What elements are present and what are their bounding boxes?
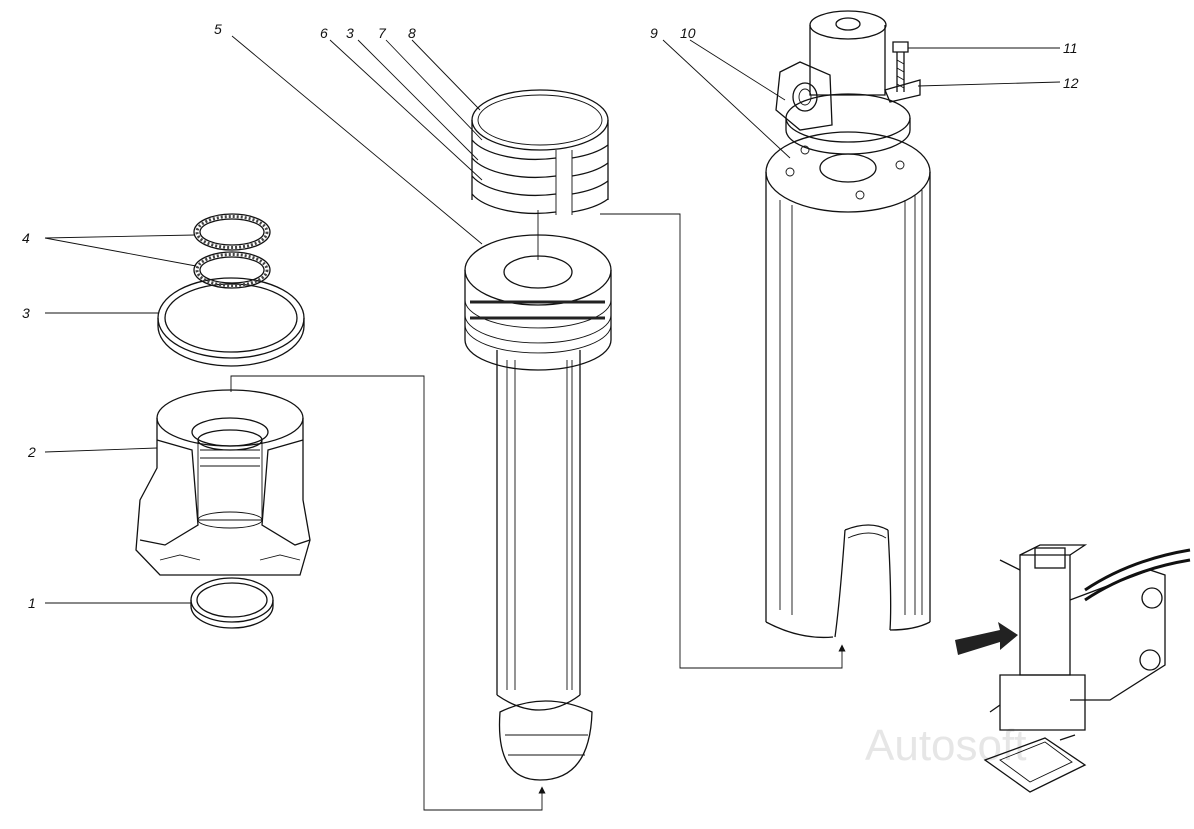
part-10-12-head-fitting bbox=[775, 10, 921, 155]
inset-installed-view bbox=[955, 544, 1191, 793]
part-1-ring-seal bbox=[190, 577, 274, 629]
callout-8: 8 bbox=[408, 25, 416, 41]
part-6-8-piston-rings bbox=[471, 89, 609, 215]
part-2-gland-nut bbox=[135, 389, 311, 576]
part-9-cylinder-body bbox=[765, 131, 931, 639]
callout-3-top: 3 bbox=[346, 25, 354, 41]
callout-6: 6 bbox=[320, 25, 328, 41]
callout-7: 7 bbox=[378, 25, 387, 41]
callout-2: 2 bbox=[27, 444, 36, 460]
leader-lines bbox=[44, 35, 1061, 604]
callout-12: 12 bbox=[1063, 75, 1079, 91]
callout-4: 4 bbox=[22, 230, 30, 246]
callout-11: 11 bbox=[1063, 40, 1078, 56]
callout-3-left: 3 bbox=[22, 305, 30, 321]
callout-1: 1 bbox=[28, 595, 36, 611]
watermark: Autosoft bbox=[865, 721, 1026, 770]
part-5-piston-rod bbox=[464, 210, 612, 781]
part-4-braided-rings bbox=[193, 213, 271, 289]
flow-lines bbox=[230, 213, 846, 811]
callout-9: 9 bbox=[650, 25, 658, 41]
part-3-flat-ring bbox=[157, 277, 305, 367]
callout-5: 5 bbox=[214, 21, 222, 37]
callout-10: 10 bbox=[680, 25, 696, 41]
